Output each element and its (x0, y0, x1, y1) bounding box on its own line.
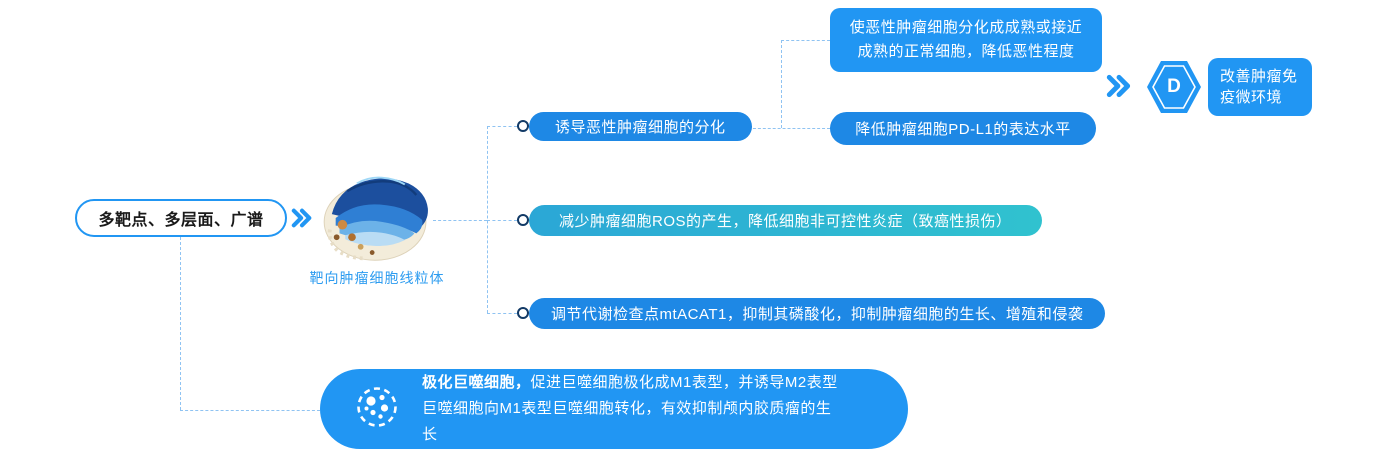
connector-to-maturation-box (781, 40, 830, 41)
maturation-result-box: 使恶性肿瘤细胞分化成成熟或接近 成熟的正常细胞，降低恶性程度 (830, 8, 1102, 72)
branch-differentiation-pill: 诱导恶性肿瘤细胞的分化 (529, 112, 752, 141)
macrophage-label-bold: 极化巨噬细胞， (422, 374, 531, 391)
branch-differentiation-label: 诱导恶性肿瘤细胞的分化 (555, 119, 726, 136)
connector-branch-differentiation (487, 126, 517, 127)
connector-source-to-macrophage-h (180, 410, 320, 411)
connector-cell-to-trunk (433, 220, 487, 221)
outcome-box: 改善肿瘤免疫微环境 (1208, 58, 1312, 116)
branch-ros-label: 减少肿瘤细胞ROS的产生，降低细胞非可控性炎症（致癌性损伤） (559, 213, 1012, 230)
branch-node-dot (517, 120, 529, 132)
mitochondria-illustration (318, 170, 434, 266)
hexagon-logo-glyph: D (1167, 76, 1181, 97)
flow-arrow-icon (291, 208, 313, 228)
macrophage-label-rest: 促进巨噬细胞极化成M1表型，并诱导M2表型巨噬细胞向M1表型巨噬细胞转化，有效抑… (422, 374, 838, 443)
connector-branch-ros (487, 220, 517, 221)
macrophage-box: 极化巨噬细胞，促进巨噬细胞极化成M1表型，并诱导M2表型巨噬细胞向M1表型巨噬细… (320, 369, 908, 449)
branch-metabolism-label: 调节代谢检查点mtACAT1，抑制其磷酸化，抑制肿瘤细胞的生长、增殖和侵袭 (551, 306, 1084, 323)
connector-trunk (487, 126, 488, 313)
branch-ros-pill: 减少肿瘤细胞ROS的产生，降低细胞非可控性炎症（致癌性损伤） (529, 205, 1042, 236)
maturation-result-line2: 成熟的正常细胞，降低恶性程度 (857, 43, 1075, 60)
branch-metabolism-pill: 调节代谢检查点mtACAT1，抑制其磷酸化，抑制肿瘤细胞的生长、增殖和侵袭 (529, 298, 1106, 329)
maturation-result-line1: 使恶性肿瘤细胞分化成成熟或接近 (849, 19, 1083, 36)
flow-arrow-icon (1106, 74, 1132, 98)
source-label: 多靶点、多层面、广谱 (98, 212, 264, 229)
pdl1-result-pill: 降低肿瘤细胞PD-L1的表达水平 (830, 112, 1096, 145)
branch-node-dot (517, 214, 529, 226)
connector-differentiation-results-h (748, 128, 830, 129)
connector-differentiation-results-v (781, 40, 782, 128)
outcome-label: 改善肿瘤免疫微环境 (1220, 68, 1298, 106)
hexagon-logo-icon: D (1144, 58, 1204, 116)
macrophage-icon (354, 384, 400, 435)
source-node: 多靶点、多层面、广谱 (75, 199, 287, 237)
mitochondria-caption: 靶向肿瘤细胞线粒体 (309, 270, 445, 286)
connector-source-to-macrophage-v (180, 237, 181, 410)
connector-branch-metabolism (487, 313, 517, 314)
branch-node-dot (517, 307, 529, 319)
macrophage-label: 极化巨噬细胞，促进巨噬细胞极化成M1表型，并诱导M2表型巨噬细胞向M1表型巨噬细… (422, 370, 846, 448)
pdl1-result-label: 降低肿瘤细胞PD-L1的表达水平 (855, 121, 1071, 138)
